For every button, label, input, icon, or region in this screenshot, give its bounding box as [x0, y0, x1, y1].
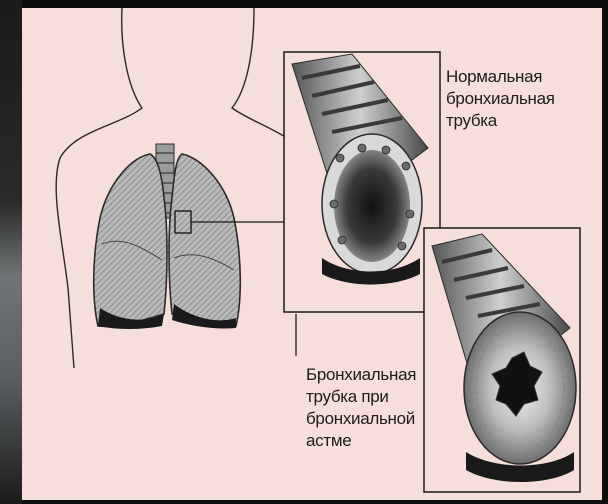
normal-bronchus-figure — [284, 52, 440, 312]
normal-bronchus-label: Нормальная бронхиальная трубка — [446, 66, 555, 132]
asthma-bronchus-figure — [424, 228, 580, 492]
illustration-panel: Нормальная бронхиальная трубка Бронхиаль… — [22, 8, 602, 500]
left-edge-strip — [0, 0, 22, 504]
right-lung-icon — [169, 154, 240, 329]
asthma-bronchus-label: Бронхиальная трубка при бронхиальной аст… — [306, 364, 416, 452]
left-lung-icon — [94, 154, 167, 329]
